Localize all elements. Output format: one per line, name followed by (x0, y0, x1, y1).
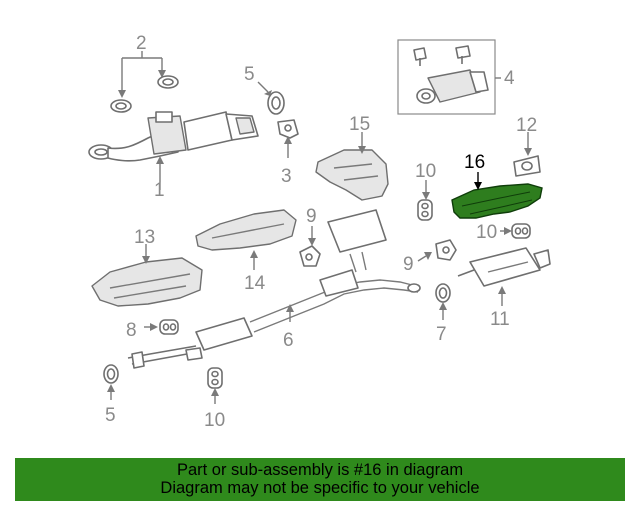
callout-2: 2 (136, 33, 147, 54)
banner-line-1: Part or sub-assembly is #16 in diagram (176, 461, 464, 479)
part-8-hanger[interactable] (159, 319, 179, 335)
callout-6: 6 (283, 330, 294, 351)
part-5-gasket-bottom[interactable] (103, 364, 119, 384)
part-2-gaskets[interactable] (110, 51, 179, 113)
exhaust-parts-diagram: 2 1 5 3 4 (88, 33, 551, 431)
callout-11: 11 (490, 309, 510, 330)
callout-5-bottom: 5 (105, 405, 116, 426)
part-1-front-pipe[interactable] (88, 111, 259, 162)
callout-8: 8 (126, 320, 137, 341)
part-10-hanger-upper[interactable] (417, 199, 433, 221)
callout-5-top: 5 (244, 64, 255, 85)
callout-16: 16 (464, 152, 485, 173)
callout-9-upper: 9 (306, 206, 317, 227)
part-7-gasket[interactable] (435, 283, 451, 303)
callout-13: 13 (134, 227, 155, 248)
part-15-heat-shield[interactable] (315, 149, 389, 201)
callout-15: 15 (349, 114, 370, 135)
callout-7: 7 (436, 324, 447, 345)
part-13-heat-shield[interactable] (91, 257, 203, 307)
callout-14: 14 (244, 273, 266, 294)
part-3-bracket[interactable] (277, 119, 299, 139)
part-6-center-pipe[interactable] (127, 209, 421, 369)
callout-10-upper: 10 (415, 161, 436, 182)
callout-3: 3 (281, 166, 292, 187)
callout-12: 12 (516, 115, 537, 136)
callout-4: 4 (504, 68, 515, 89)
part-11-muffler[interactable] (457, 247, 551, 287)
callout-1: 1 (154, 180, 165, 201)
part-12-mount[interactable] (513, 155, 541, 177)
part-9-bracket-right[interactable] (435, 239, 457, 261)
part-9-bracket-upper[interactable] (299, 245, 321, 267)
part-10-hanger-right[interactable] (511, 223, 531, 239)
callout-9-right: 9 (403, 254, 414, 275)
callout-10-bottom: 10 (204, 410, 225, 431)
part-info-banner: Part or sub-assembly is #16 in diagram D… (15, 458, 625, 501)
callout-10-right: 10 (476, 222, 497, 243)
part-5-gasket-top[interactable] (267, 91, 285, 115)
part-16-heat-shield-highlighted[interactable] (451, 183, 543, 219)
part-4-catalytic-converter[interactable] (397, 39, 496, 115)
part-14-heat-shield[interactable] (195, 209, 297, 251)
part-10-hanger-bottom[interactable] (207, 367, 223, 389)
banner-line-2: Diagram may not be specific to your vehi… (160, 479, 480, 497)
